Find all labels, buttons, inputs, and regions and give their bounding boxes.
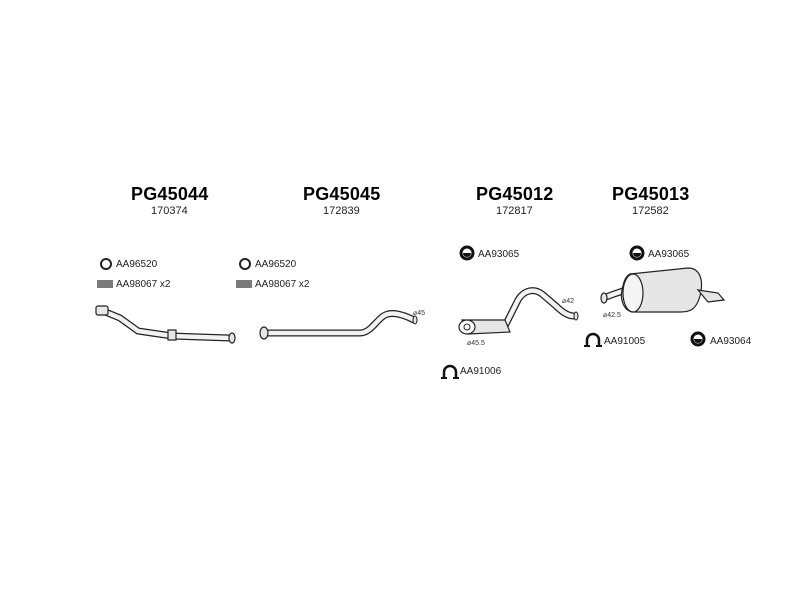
dimension-label: ⌀42 [562,298,575,305]
accessory-label-aa98067: AA98067 x2 [116,279,171,290]
accessory-label-aa93065: AA93065 [648,249,690,260]
part-ref-172817: 172817 [496,205,533,217]
rubber-mount-icon [690,331,706,347]
rubber-mount-icon [459,245,475,261]
accessory-label-aa93064: AA93064 [710,336,752,347]
u-clamp-icon [441,364,459,379]
part-code-pg45044: PG45044 [131,184,209,204]
part-ref-170374: 170374 [151,205,188,217]
accessory-label-aa96520: AA96520 [116,259,158,270]
rubber-mount-icon [629,245,645,261]
part-code-pg45012: PG45012 [476,184,554,204]
u-clamp-icon [584,332,602,347]
part-code-pg45013: PG45013 [612,184,690,204]
accessory-label-aa91006: AA91006 [460,366,502,377]
middle-silencer-drawing [458,287,579,335]
part-ref-172582: 172582 [632,205,669,217]
dimension-label: ⌀45.5 [467,340,485,347]
dimension-label: ⌀42.5 [603,312,621,319]
spring-bolt-icon [236,280,252,288]
accessory-label-aa93065: AA93065 [478,249,520,260]
rear-silencer-drawing [600,267,726,313]
ring-clamp-icon [100,258,112,270]
accessory-label-aa91005: AA91005 [604,336,646,347]
accessory-label-aa98067: AA98067 x2 [255,279,310,290]
accessory-label-aa96520: AA96520 [255,259,297,270]
part-code-pg45045: PG45045 [303,184,381,204]
dimension-label: ⌀45 [413,310,426,317]
front-pipe-drawing [95,305,236,344]
intermediate-pipe-drawing [259,310,418,340]
ring-clamp-icon [239,258,251,270]
part-ref-172839: 172839 [323,205,360,217]
spring-bolt-icon [97,280,113,288]
